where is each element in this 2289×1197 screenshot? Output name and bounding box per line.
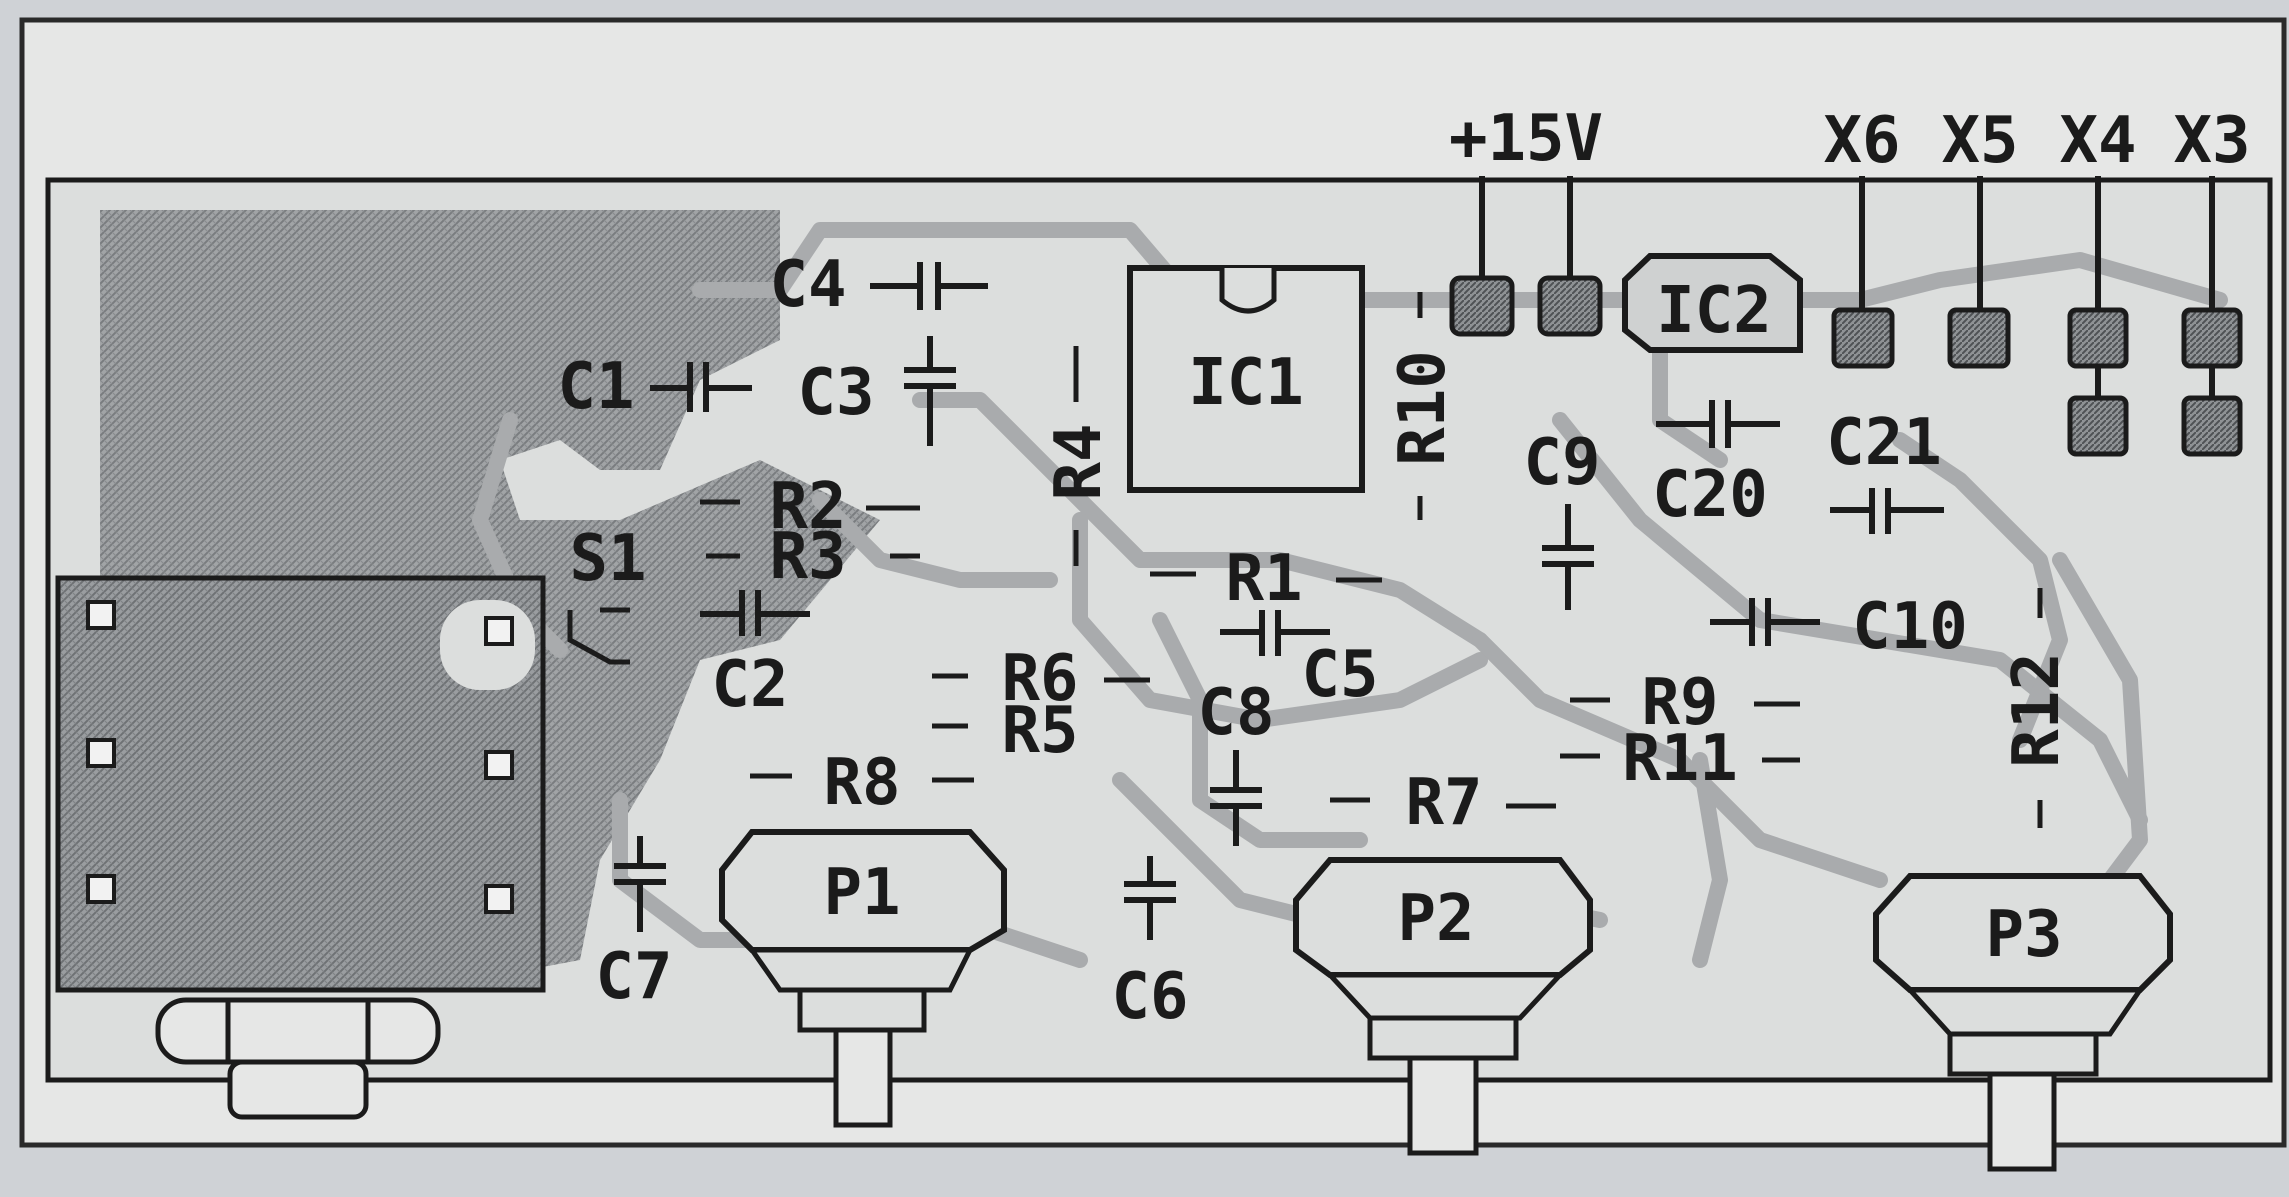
ic2-footprint: IC2 [1622, 253, 1803, 353]
jack-pad [484, 616, 514, 646]
jack-nut [155, 997, 441, 1120]
p3-label: P3 [1985, 898, 2062, 972]
c20-label: C20 [1652, 458, 1768, 532]
jack-pads [86, 600, 514, 914]
c5-label: C5 [1301, 638, 1378, 712]
p1-label: P1 [823, 856, 900, 930]
switch-s1: S1 [567, 522, 647, 665]
ic1-footprint: IC1 [1127, 265, 1365, 493]
x6-pad [1831, 307, 1895, 369]
r12-label: R12 [2000, 652, 2074, 768]
jack-pad [484, 884, 514, 914]
jack-pad [86, 600, 116, 630]
x4-pad-2 [2067, 395, 2129, 457]
c2-label: C2 [711, 648, 788, 722]
resistor-markers [700, 292, 2043, 828]
x4-label: X4 [2059, 104, 2136, 178]
pot-p2: P2 [1293, 857, 1593, 1156]
jack-pad [484, 750, 514, 780]
c8-label: C8 [1197, 676, 1274, 750]
r4-label: R4 [1042, 423, 1116, 500]
ic2-label: IC2 [1656, 274, 1772, 348]
component-labels: C4 C1 C3 R2 R3 C2 R6 R5 R8 R1 C5 C8 R7 C… [557, 248, 2074, 1034]
c1-label: C1 [557, 350, 634, 424]
r6-label: R6 [1001, 642, 1078, 716]
p2-label: P2 [1397, 882, 1474, 956]
r7-label: R7 [1405, 766, 1482, 840]
x5-pad [1947, 307, 2011, 369]
ic1-label: IC1 [1188, 346, 1304, 420]
capacitor-symbols [614, 262, 1944, 940]
x3-label: X3 [2173, 104, 2250, 178]
r5-label: R5 [1001, 694, 1078, 768]
r10-label: R10 [1386, 350, 1460, 466]
supply-label: +15V [1449, 102, 1603, 176]
c4-label: C4 [769, 248, 846, 322]
output-connectors: X6 X5 X4 X3 [1823, 104, 2251, 457]
x5-label: X5 [1941, 104, 2018, 178]
c6-label: C6 [1111, 960, 1188, 1034]
r3-label: R3 [769, 520, 846, 594]
c3-label: C3 [797, 356, 874, 430]
x3-pad [2181, 307, 2243, 369]
s1-label: S1 [569, 522, 646, 596]
supply-pad [1449, 275, 1515, 337]
supply-pad [1537, 275, 1603, 337]
pot-p3: P3 [1873, 873, 2173, 1172]
r8-label: R8 [823, 746, 900, 820]
jack-pad [86, 738, 116, 768]
r2-label: R2 [769, 470, 846, 544]
x3-pad-2 [2181, 395, 2243, 457]
r1-label: R1 [1225, 542, 1302, 616]
c10-label: C10 [1852, 590, 1968, 664]
c9-label: C9 [1523, 426, 1600, 500]
supply-connector: +15V [1449, 102, 1603, 337]
r9-label: R9 [1641, 666, 1718, 740]
c21-label: C21 [1826, 406, 1942, 480]
pot-p1: P1 [719, 829, 1007, 1128]
x4-pad [2067, 307, 2129, 369]
x6-label: X6 [1823, 104, 1900, 178]
c7-label: C7 [595, 940, 672, 1014]
r11-label: R11 [1622, 722, 1738, 796]
jack-pad [86, 874, 116, 904]
